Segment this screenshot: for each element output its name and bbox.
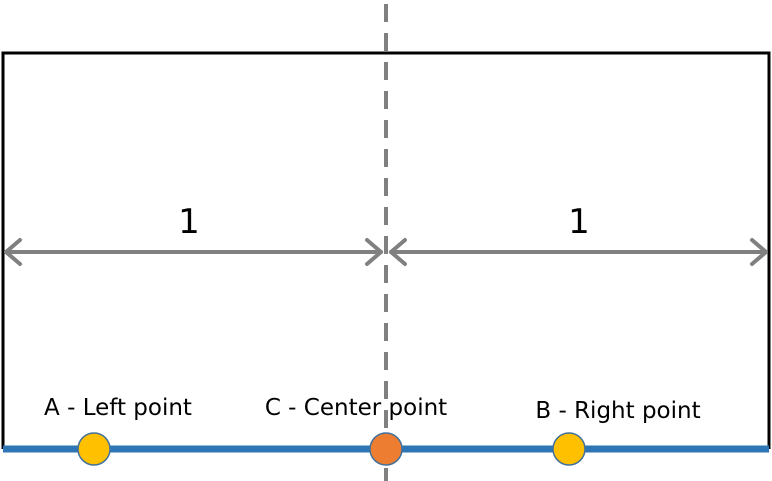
- right-dimension-label: 1: [568, 202, 590, 242]
- point-a-label: A - Left point: [44, 395, 192, 421]
- point-b-label: B - Right point: [535, 398, 700, 424]
- frame-outline: [1, 51, 771, 449]
- point-c-label: C - Center point: [265, 395, 447, 421]
- point-c-marker: [369, 432, 403, 466]
- right-dimension-arrow: [389, 238, 768, 266]
- point-a-marker: [77, 432, 111, 466]
- left-dimension-arrow: [4, 238, 383, 266]
- point-b-marker: [552, 432, 586, 466]
- left-dimension-label: 1: [178, 202, 200, 242]
